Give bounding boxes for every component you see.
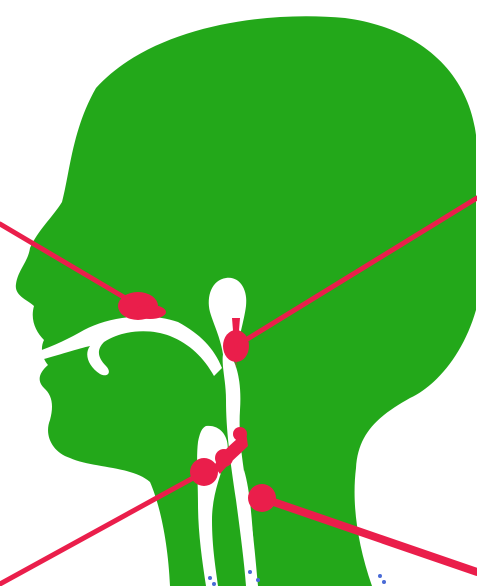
marker-epiglottis	[233, 427, 247, 441]
speckle-dot	[248, 570, 252, 574]
marker-larynx	[190, 458, 218, 486]
speckle-dot	[256, 578, 260, 582]
speckle-dot	[378, 574, 382, 578]
speckle-dot	[382, 580, 386, 584]
speckle-dot	[212, 582, 216, 586]
marker-esophagus	[248, 484, 276, 512]
speckle-dot	[208, 576, 212, 580]
marker-larynx-knob	[215, 449, 233, 467]
marker-nasal-cavity-tail	[134, 305, 166, 319]
